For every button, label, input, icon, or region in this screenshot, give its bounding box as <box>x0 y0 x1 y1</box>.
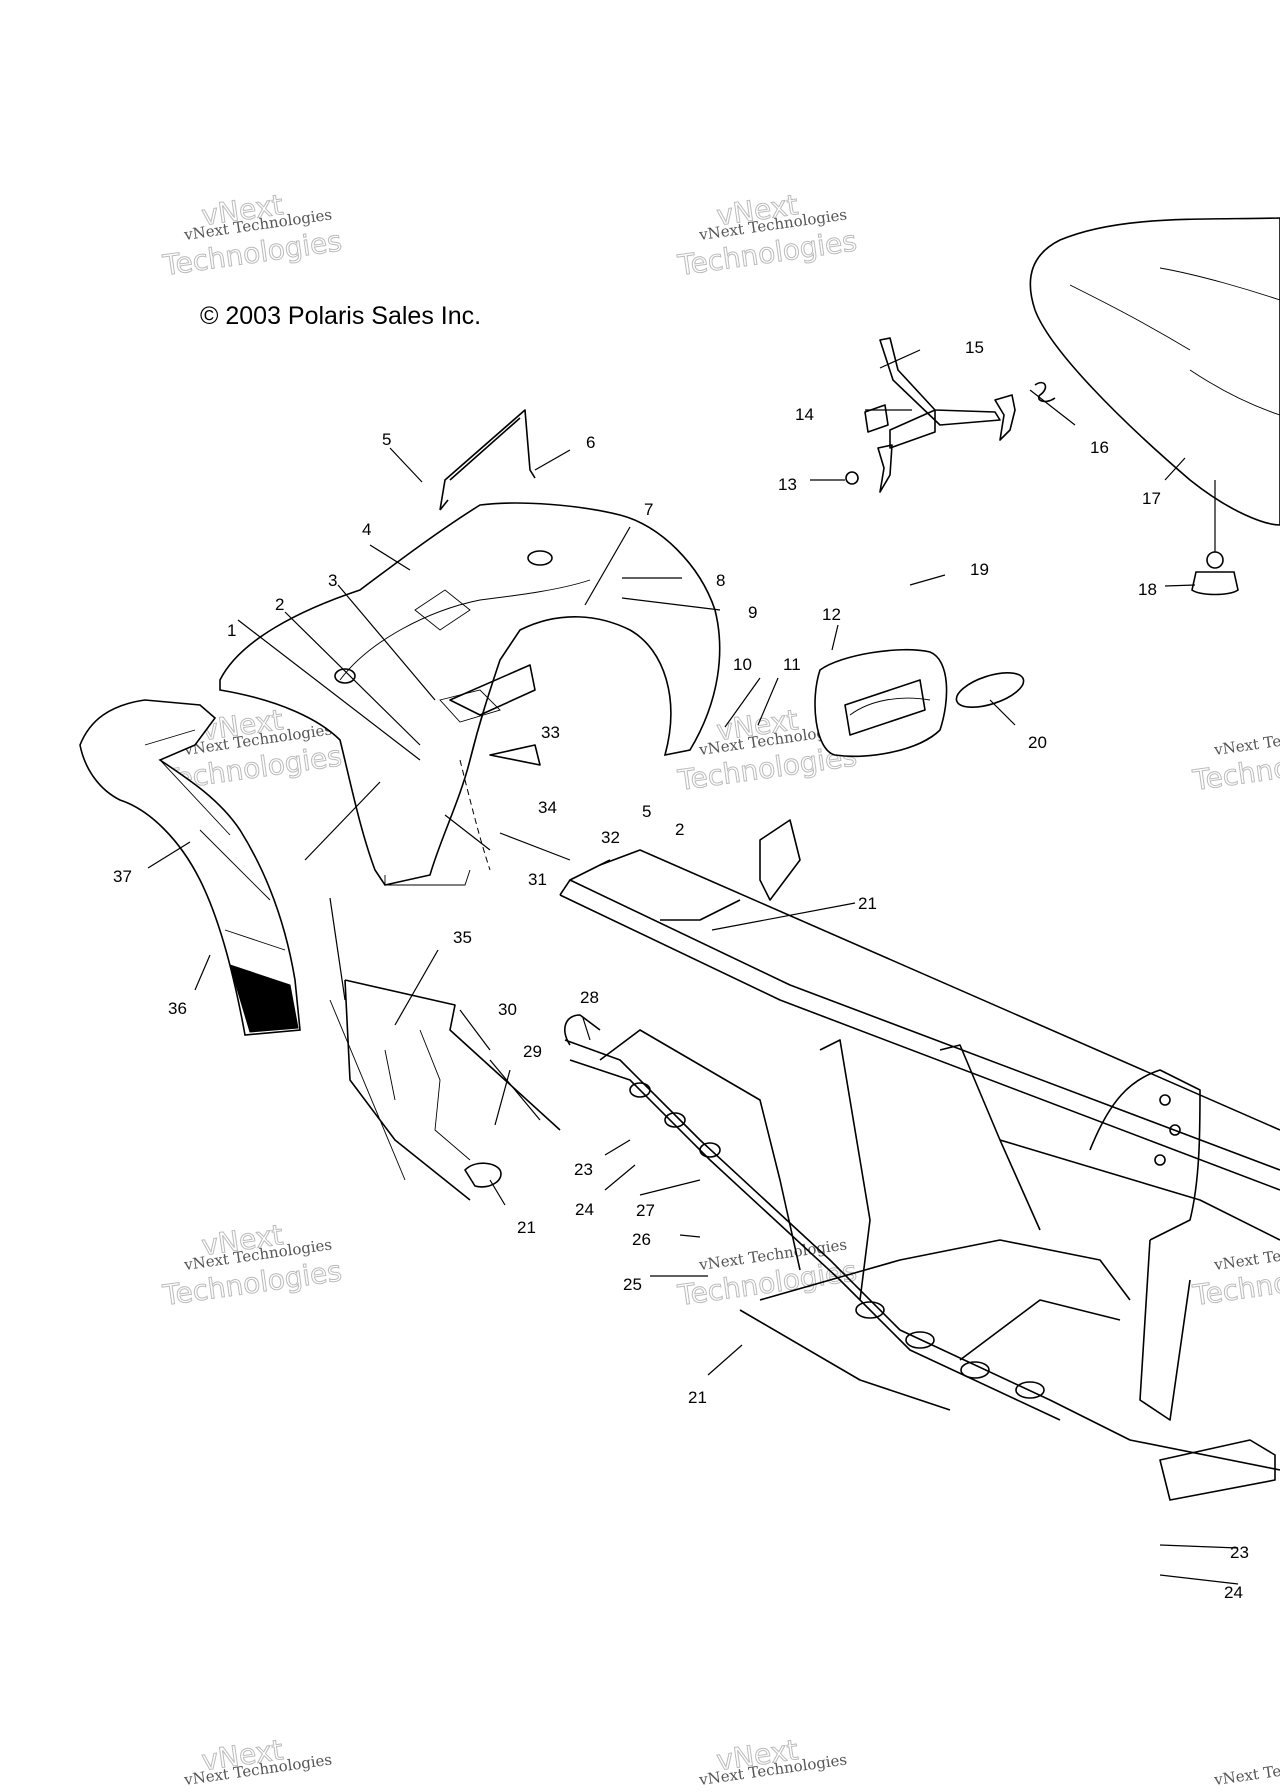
callout-21b: 21 <box>517 1218 536 1237</box>
callout-7: 7 <box>644 500 653 519</box>
copyright-notice: © 2003 Polaris Sales Inc. <box>200 302 481 330</box>
seat-post-knob <box>1191 480 1239 596</box>
callout-15: 15 <box>965 338 984 357</box>
callout-4: 4 <box>362 520 371 539</box>
callout-17: 17 <box>1142 489 1161 508</box>
callout-5b: 5 <box>642 802 651 821</box>
fender-brackets <box>449 664 541 766</box>
callout-28: 28 <box>580 988 599 1007</box>
watermark-6: vNext Technologies Technologies <box>1190 720 1280 797</box>
callout-25: 25 <box>623 1275 642 1294</box>
callout-14: 14 <box>795 405 814 424</box>
watermark-text: vNext Technologies <box>1212 1750 1280 1789</box>
callout-36: 36 <box>168 999 187 1018</box>
callout-9: 9 <box>748 603 757 622</box>
callout-3: 3 <box>328 571 337 590</box>
rear-rack-handle <box>439 409 536 511</box>
callout-23b: 23 <box>1230 1543 1249 1562</box>
callout-30: 30 <box>498 1000 517 1019</box>
callout-19: 19 <box>970 560 989 579</box>
watermark-12: vNext Technologies <box>1212 1750 1280 1789</box>
storage-box <box>814 648 1025 758</box>
watermark-1: vNext vNext Technologies Technologies <box>160 188 345 283</box>
callout-1: 1 <box>227 621 236 640</box>
callout-12: 12 <box>822 605 841 624</box>
watermark-10: vNext vNext Technologies <box>182 1733 333 1789</box>
callout-34: 34 <box>538 798 557 817</box>
callouts: 1 2 2 3 4 5 5 6 7 8 9 10 11 12 13 14 15 … <box>113 338 1249 1602</box>
leader-lines <box>147 349 1239 1585</box>
callout-16: 16 <box>1090 438 1109 457</box>
callout-8: 8 <box>716 571 725 590</box>
callout-26: 26 <box>632 1230 651 1249</box>
watermarks: vNext vNext Technologies Technologies vN… <box>160 188 1280 1789</box>
callout-2b: 2 <box>675 820 684 839</box>
footwell-shield <box>329 979 561 1201</box>
seat-latch <box>845 337 1056 493</box>
callout-33: 33 <box>541 723 560 742</box>
rear-fender <box>219 502 721 886</box>
watermark-8: vNext Technologies Technologies <box>675 1235 860 1312</box>
watermark-7: vNext vNext Technologies Technologies <box>160 1218 345 1313</box>
callout-10: 10 <box>733 655 752 674</box>
watermark-11: vNext vNext Technologies <box>697 1733 848 1789</box>
callout-35: 35 <box>453 928 472 947</box>
callout-24: 24 <box>575 1200 594 1219</box>
callout-31: 31 <box>528 870 547 889</box>
callout-23: 23 <box>574 1160 593 1179</box>
seat <box>1029 217 1280 526</box>
callout-20: 20 <box>1028 733 1047 752</box>
watermark-4: vNext vNext Technologies Technologies <box>160 703 345 798</box>
callout-29: 29 <box>523 1042 542 1061</box>
callout-13: 13 <box>778 475 797 494</box>
callout-11: 11 <box>783 655 801 674</box>
callout-32: 32 <box>601 828 620 847</box>
watermark-2: vNext vNext Technologies Technologies <box>675 188 860 283</box>
callout-27: 27 <box>636 1201 655 1220</box>
watermark-9: vNext Technologies Technologies <box>1190 1235 1280 1312</box>
callout-6: 6 <box>586 433 595 452</box>
mud-flap <box>79 699 301 1036</box>
callout-37: 37 <box>113 867 132 886</box>
callout-21: 21 <box>858 894 877 913</box>
callout-18: 18 <box>1138 580 1157 599</box>
callout-2: 2 <box>275 595 284 614</box>
frame <box>559 819 1280 1501</box>
callout-5: 5 <box>382 430 391 449</box>
callout-24b: 24 <box>1224 1583 1243 1602</box>
callout-21c: 21 <box>688 1388 707 1407</box>
